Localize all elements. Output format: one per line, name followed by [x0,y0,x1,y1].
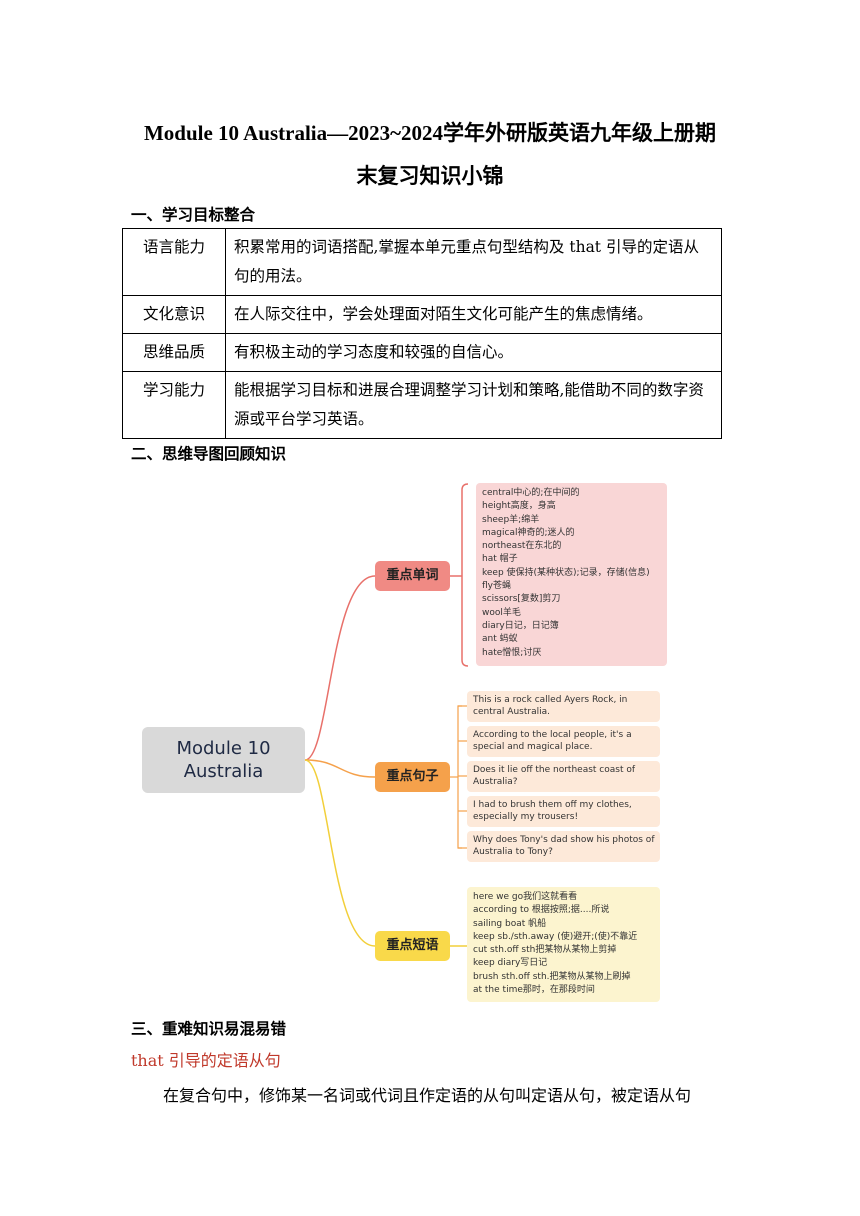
sentence-box: I had to brush them off my clothes, espe… [467,796,660,827]
word-item: fly苍蝇 [482,581,511,592]
connector-phrases [304,759,376,947]
branch-key-words: 重点单词 [375,561,450,591]
document-title-line2: 末复习知识小锦 [356,164,504,188]
phrase-item: at the time那时，在那段时间 [473,985,595,996]
goal-value: 积累常用的词语搭配,掌握本单元重点句型结构及 that 引导的定语从句的用法。 [225,228,722,296]
table-row: 语言能力 积累常用的词语搭配,掌握本单元重点句型结构及 that 引导的定语从句… [122,228,722,296]
sentence-box: According to the local people, it's a sp… [467,726,660,757]
root-line2: Australia [183,761,264,782]
sentence-line: I had to brush them off my clothes, [473,800,632,810]
sentence-box: This is a rock called Ayers Rock, in cen… [467,691,660,722]
words-box: central中心的;在中间的 height高度，身高 sheep羊;绵羊 ma… [476,483,667,666]
bracket-words [461,483,469,667]
table-row: 思维品质 有积极主动的学习态度和较强的自信心。 [122,333,722,372]
phrase-item: brush sth.off sth.把某物从某物上刷掉 [473,971,631,982]
goal-key: 文化意识 [122,295,226,334]
section-heading-mindmap: 二、思维导图回顾知识 [131,445,287,463]
sentence-line: special and magical place. [473,741,593,752]
word-item: magical神奇的;迷人的 [482,527,575,538]
word-item: northeast在东北的 [482,541,562,552]
section-heading-difficult: 三、重难知识易混易错 [131,1020,287,1038]
word-item: scissors[复数]剪刀 [482,594,561,605]
sentence-box: Why does Tony's dad show his photos of A… [467,831,660,862]
word-item: hat 帽子 [482,554,518,565]
goal-value: 能根据学习目标和进展合理调整学习计划和策略,能借助不同的数字资源或平台学习英语。 [225,371,722,439]
word-item: diary日记，日记簿 [482,620,559,631]
phrase-item: sailing boat 帆船 [473,918,547,929]
root-line1: Module 10 [176,738,271,759]
goal-value: 在人际交往中，学会处理面对陌生文化可能产生的焦虑情绪。 [225,295,722,334]
subheading-relative-clause: that 引导的定语从句 [131,1051,281,1070]
sentence-line: Australia to Tony? [473,846,553,857]
sentence-box: Does it lie off the northeast coast of A… [467,761,660,792]
sentence-line: central Australia. [473,706,550,717]
word-item: ant 蚂蚁 [482,634,518,645]
section-heading-goals: 一、学习目标整合 [131,206,256,224]
branch-key-sentences: 重点句子 [375,762,450,792]
word-item: central中心的;在中间的 [482,488,580,498]
bracket-sentences [457,705,462,849]
phrase-item: keep diary写日记 [473,958,548,969]
phrase-item: according to 根据按照;据....所说 [473,905,610,916]
connector-sentences [304,759,376,778]
sentence-line: Does it lie off the northeast coast of [473,765,636,775]
document-title-line1: Module 10 Australia—2023~2024学年外研版英语九年级上… [143,121,717,145]
goal-key: 学习能力 [122,371,226,439]
goals-table: 语言能力 积累常用的词语搭配,掌握本单元重点句型结构及 that 引导的定语从句… [122,228,722,439]
word-item: hate憎恨;讨厌 [482,647,542,658]
phrases-box: here we go我们这就看看 according to 根据按照;据....… [467,887,660,1002]
phrase-item: keep sb./sth.away (使)避开;(使)不靠近 [473,931,638,942]
sentence-line: Why does Tony's dad show his photos of [473,835,655,845]
sentence-line: This is a rock called Ayers Rock, in [473,695,628,705]
body-paragraph: 在复合句中，修饰某一名词或代词且作定语的从句叫定语从句，被定语从句 [163,1086,692,1105]
table-row: 文化意识 在人际交往中，学会处理面对陌生文化可能产生的焦虑情绪。 [122,295,722,334]
goal-key: 语言能力 [122,228,226,296]
mindmap-root: Module 10 Australia [142,727,305,793]
phrase-item: cut sth.off sth把某物从某物上剪掉 [473,945,617,956]
word-item: sheep羊;绵羊 [482,514,540,525]
sentence-line: Australia? [473,776,518,787]
goal-value: 有积极主动的学习态度和较强的自信心。 [225,333,722,372]
sentence-line: According to the local people, it's a [473,730,632,740]
sentence-line: especially my trousers! [473,811,579,822]
table-row: 学习能力 能根据学习目标和进展合理调整学习计划和策略,能借助不同的数字资源或平台… [122,371,722,439]
branch-key-phrases: 重点短语 [375,931,450,961]
goal-key: 思维品质 [122,333,226,372]
word-item: keep 使保持(某种状态);记录，存储(信息) [482,567,650,578]
word-item: height高度，身高 [482,501,556,512]
phrase-item: here we go我们这就看看 [473,892,578,902]
connector-words [304,575,376,761]
word-item: wool羊毛 [482,607,521,618]
